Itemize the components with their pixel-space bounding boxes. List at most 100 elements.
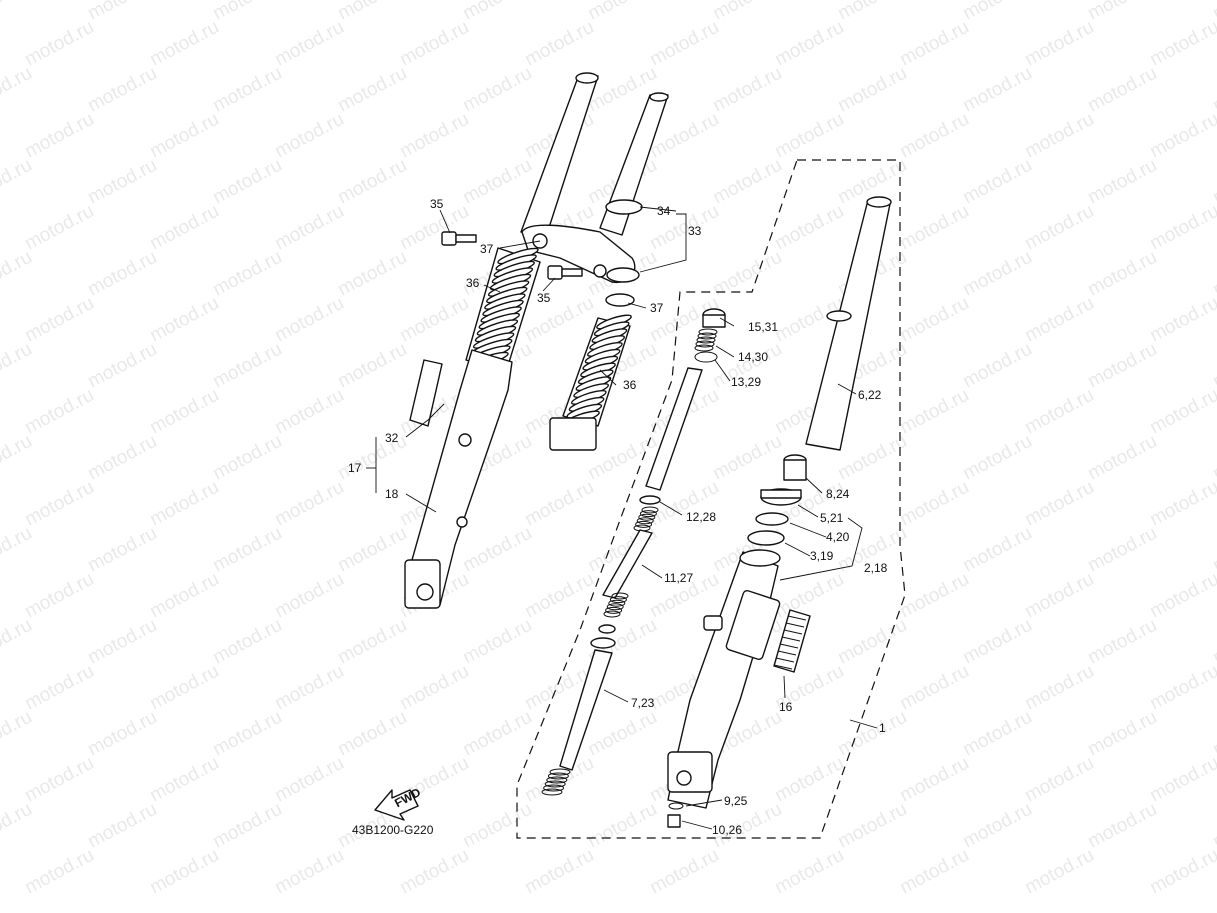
watermark-text: motod.ru bbox=[896, 293, 972, 347]
watermark-text: motod.ru bbox=[896, 385, 972, 439]
watermark-text: motod.ru bbox=[334, 63, 410, 117]
watermark-text: motod.ru bbox=[84, 799, 160, 853]
watermark-text: motod.ru bbox=[959, 431, 1035, 485]
watermark-text: motod.ru bbox=[21, 109, 97, 163]
watermark-text: motod.ru bbox=[146, 569, 222, 623]
watermark-text: motod.ru bbox=[271, 17, 347, 71]
watermark-text: motod.ru bbox=[21, 845, 97, 899]
watermark-text: motod.ru bbox=[0, 707, 36, 761]
spring-rebound bbox=[603, 592, 629, 618]
watermark-text: motod.ru bbox=[84, 523, 160, 577]
watermark-text: motod.ru bbox=[1021, 201, 1097, 255]
watermark-text: motod.ru bbox=[84, 155, 160, 209]
spring-14 bbox=[694, 328, 718, 352]
watermark-text: motod.ru bbox=[834, 431, 910, 485]
watermark-text: motod.ru bbox=[271, 753, 347, 807]
watermark-text: motod.ru bbox=[0, 155, 36, 209]
watermark-text: motod.ru bbox=[959, 247, 1035, 301]
watermark-text: motod.ru bbox=[0, 339, 36, 393]
damper-rod-7 bbox=[559, 649, 613, 771]
watermark-text: motod.ru bbox=[1209, 707, 1217, 761]
watermark-text: motod.ru bbox=[1021, 293, 1097, 347]
callout-36-right: 36 bbox=[623, 378, 637, 392]
watermark-text: motod.ru bbox=[771, 569, 847, 623]
watermark-text: motod.ru bbox=[21, 753, 97, 807]
callout-11-27: 11,27 bbox=[664, 571, 693, 585]
watermark-text: motod.ru bbox=[1084, 523, 1160, 577]
stem-top bbox=[649, 92, 669, 102]
watermark-text: motod.ru bbox=[896, 201, 972, 255]
watermark-text: motod.ru bbox=[271, 109, 347, 163]
watermark-text: motod.ru bbox=[146, 661, 222, 715]
watermark-text: motod.ru bbox=[834, 707, 910, 761]
watermark-text: motod.ru bbox=[0, 247, 36, 301]
watermark-text: motod.ru bbox=[0, 0, 36, 24]
watermark-text: motod.ru bbox=[1146, 753, 1217, 807]
watermark-text: motod.ru bbox=[1146, 477, 1217, 531]
watermark-text: motod.ru bbox=[21, 477, 97, 531]
watermark-text: motod.ru bbox=[1084, 615, 1160, 669]
callout-35-lower: 35 bbox=[537, 291, 551, 305]
watermark-text: motod.ru bbox=[1209, 799, 1217, 853]
o-ring-13 bbox=[694, 351, 718, 363]
watermark-text: motod.ru bbox=[396, 661, 472, 715]
fork-internals bbox=[541, 308, 726, 796]
watermark-text: motod.ru bbox=[959, 615, 1035, 669]
watermark-text: motod.ru bbox=[1146, 385, 1217, 439]
callout-3-19: 3,19 bbox=[810, 549, 834, 563]
reflector-bracket bbox=[725, 589, 781, 661]
watermark-text: motod.ru bbox=[146, 753, 222, 807]
watermark-text: motod.ru bbox=[896, 661, 972, 715]
watermark-text: motod.ru bbox=[896, 569, 972, 623]
bolt-35-lower bbox=[547, 265, 583, 280]
rod-head bbox=[590, 637, 616, 649]
gasket-9 bbox=[668, 802, 684, 810]
watermark-text: motod.ru bbox=[896, 109, 972, 163]
under-bracket bbox=[521, 224, 636, 284]
watermark-text: motod.ru bbox=[896, 845, 972, 899]
watermark-text: motod.ru bbox=[771, 753, 847, 807]
watermark-text: motod.ru bbox=[834, 615, 910, 669]
watermark-text: motod.ru bbox=[1209, 155, 1217, 209]
watermark-text: motod.ru bbox=[21, 569, 97, 623]
watermark-text: motod.ru bbox=[1084, 155, 1160, 209]
spring-taper bbox=[541, 768, 571, 796]
watermark-text: motod.ru bbox=[1021, 661, 1097, 715]
watermark-text: motod.ru bbox=[1209, 523, 1217, 577]
reflector-assembled bbox=[409, 359, 443, 427]
boundary-assembly-1 bbox=[516, 159, 906, 839]
watermark-text: motod.ru bbox=[21, 17, 97, 71]
watermark-text: motod.ru bbox=[21, 385, 97, 439]
spring-11 bbox=[633, 506, 659, 532]
watermark-text: motod.ru bbox=[521, 477, 597, 531]
watermark-text: motod.ru bbox=[459, 63, 535, 117]
watermark-text: motod.ru bbox=[521, 17, 597, 71]
watermark-text: motod.ru bbox=[959, 155, 1035, 209]
watermark-text: motod.ru bbox=[834, 63, 910, 117]
oil-seal-3 bbox=[747, 530, 785, 546]
reflector-16-pattern bbox=[773, 615, 807, 670]
watermark-text: motod.ru bbox=[896, 477, 972, 531]
watermark-text: motod.ru bbox=[0, 615, 36, 669]
exploded-right-fork bbox=[667, 196, 892, 828]
watermark-text: motod.ru bbox=[209, 799, 285, 853]
watermark-text: motod.ru bbox=[959, 707, 1035, 761]
watermark-text: motod.ru bbox=[0, 799, 36, 853]
cap-bolt-body bbox=[702, 314, 726, 328]
axle-end-2 bbox=[667, 751, 713, 793]
slide-metal-body bbox=[783, 459, 807, 481]
watermark-text: motod.ru bbox=[1084, 707, 1160, 761]
watermark-text: motod.ru bbox=[521, 845, 597, 899]
watermark-text: motod.ru bbox=[146, 293, 222, 347]
watermark-text: motod.ru bbox=[84, 63, 160, 117]
watermark-text: motod.ru bbox=[84, 615, 160, 669]
callout-12-28: 12,28 bbox=[686, 510, 716, 524]
watermark-text: motod.ru bbox=[959, 0, 1035, 24]
watermark-text: motod.ru bbox=[584, 799, 660, 853]
spacer-pipe bbox=[645, 367, 703, 491]
callout-16: 16 bbox=[779, 700, 793, 714]
watermark-text: motod.ru bbox=[84, 0, 160, 24]
watermark-text: motod.ru bbox=[209, 247, 285, 301]
callout-14-30: 14,30 bbox=[738, 350, 768, 364]
